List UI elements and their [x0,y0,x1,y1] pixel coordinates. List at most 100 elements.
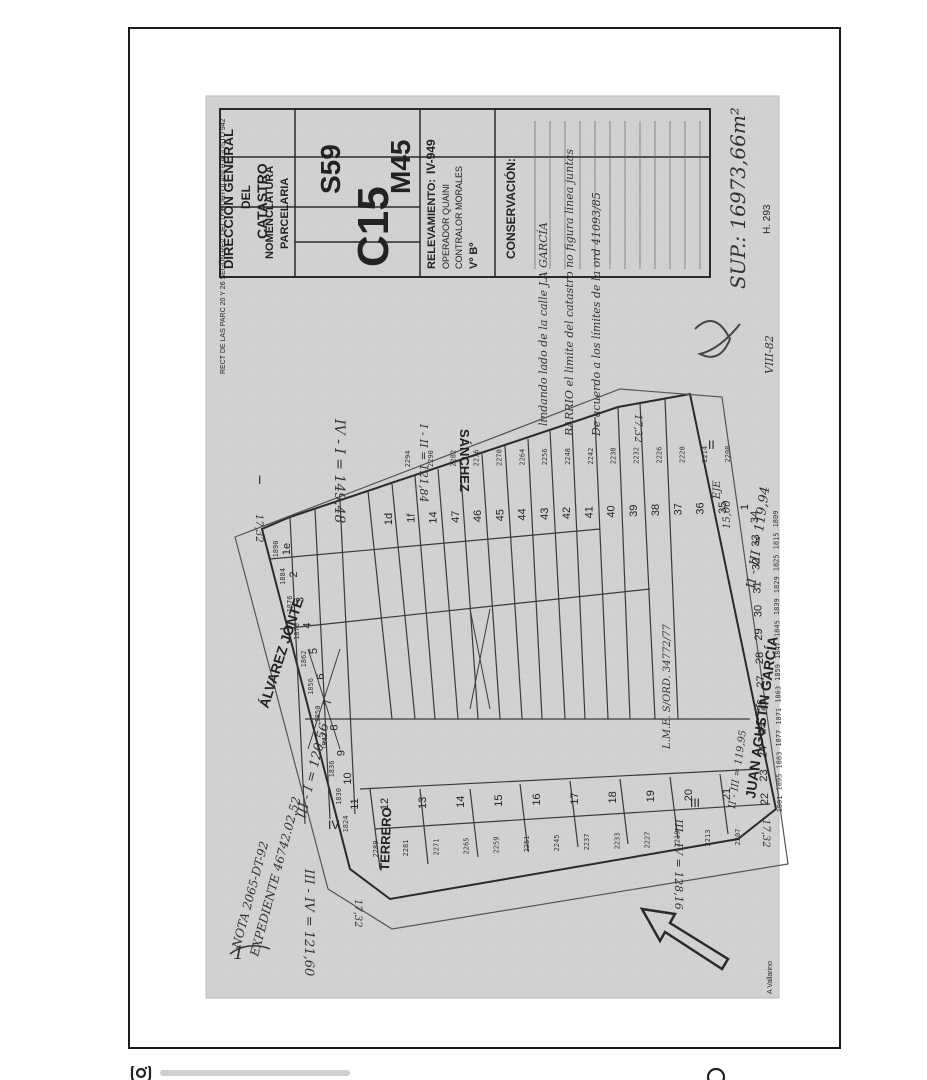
parcel-number: 42 [561,507,573,519]
parcel-number: 6 [315,673,327,679]
house-number: 1847 [774,642,782,659]
house-number: 1883 [775,752,783,769]
superficie-label: SUP.: 16973,66m² [726,107,750,289]
org-line-2: DEL [239,185,253,209]
sheet-number: 1 [233,943,244,964]
block-polygon [260,392,778,901]
house-number: 2265 [463,838,471,855]
frontage-15: 15,00 [722,500,733,529]
lme-label: L.M.E. S/ORD. 34772/77 [662,624,673,750]
parcel-number: 11 [349,798,361,809]
parcel-number: 5 [308,648,320,654]
house-number: 2248 [564,448,572,465]
house-number: 2294 [404,451,412,468]
house-number: 2226 [655,447,663,464]
parcel-number: 26 [756,699,768,711]
footer-right [705,1066,727,1080]
circ-code: C15 [349,186,398,267]
house-number: 1870 [293,623,301,640]
eje-label: EJE [712,480,723,500]
nomenclatura-line-1: NOMENCLATURA [264,166,276,259]
house-number: 1863 [774,686,782,703]
dim-top-side: IV - I = 149,48 [331,418,347,524]
footer-left-text-blur [160,1070,350,1076]
house-number: 2264 [518,449,526,466]
parcel-number: 10 [342,772,354,784]
parcel-number: 1 [739,504,751,510]
parcel-number: 37 [672,503,684,515]
house-number: 1825 [773,554,781,571]
corner-II: II [708,438,715,452]
parcel-number: 47 [450,511,462,523]
house-number: 1877 [775,730,783,747]
contralor-line: CONTRALOR MORALES [454,166,464,269]
dim-inner-bottom: III - IV = 128,16 [672,818,685,910]
house-number: 2259 [493,837,501,854]
parcel-number: 1e [281,543,293,555]
parcel-number: 19 [645,790,657,802]
street-edge [234,388,789,930]
house-number: 1845 [774,620,782,637]
h-reference: H. 293 [762,204,773,234]
house-number: 2214 [701,446,709,463]
house-number: 2232 [633,447,641,464]
parcel-number: 14 [455,796,467,808]
house-number: 1871 [775,708,783,725]
parcel-number: 32 [751,558,763,570]
parcel-number: 12 [379,798,391,810]
corner-III: III [690,796,700,810]
parcel-number: 4 [301,622,313,628]
relevamiento-value: IV-949 [424,139,438,174]
dim-inner-top: I - II = 121,84 [417,423,430,502]
chamfer-bottom-left: 17,32 [352,899,363,928]
parcel-number: 1f [405,513,417,523]
corner-I: I [258,473,261,487]
parcel-number: 24 [757,746,769,758]
conservacion-ruled-lines [534,121,701,269]
house-number: 1895 [776,774,784,791]
house-number: 2270 [495,449,503,466]
house-number: 1901 [776,796,784,813]
parcel-number: 43 [539,508,551,520]
dim-bottom-side: III - IV = 121,60 [301,868,316,976]
parcel-number: 2 [288,571,300,577]
house-number: 2233 [613,833,621,850]
parcel-number: 1d [383,513,395,525]
house-number: 2213 [704,830,712,847]
title-block: DIRECCIÓN GENERAL DEL CATASTRO NOMENCLAT… [219,108,711,278]
north-arrow-shape [639,907,730,971]
house-number: 2282 [450,450,458,467]
parcel-number: 17 [569,792,581,804]
block-outline [234,388,789,930]
instagram-icon[interactable] [130,1066,152,1080]
parcel-number: 31 [752,581,764,593]
vb-line: Vº Bº [468,243,480,269]
parcel-number: 29 [753,628,765,640]
street-sanchez: SÁNCHEZ [457,429,472,492]
parcel-number: 44 [517,508,529,520]
house-number: 1842 [321,733,329,750]
house-number: 1862 [300,651,308,668]
parcel-number: 9 [335,750,347,756]
handwritten-note-2: BARRIO el limite del catastro no figura … [563,149,576,437]
org-line-3: CATASTRO [254,163,270,239]
parcel-number: 15 [493,795,505,807]
parcel-number: 16 [531,793,543,805]
circle-icon[interactable] [705,1066,727,1080]
rect-note: RECT DE LAS PARC 20 Y 26 SEGÚN REV. DEL … [218,118,227,374]
house-number: 1824 [342,816,350,833]
parcel-number: 28 [754,652,766,664]
parcel-number: 21 [721,788,733,800]
parcel-number: 14 [428,511,440,523]
house-number: 1809 [772,511,780,528]
house-number: 1856 [307,678,315,695]
house-number: 2220 [678,446,686,463]
house-number: 2237 [583,834,591,851]
handwritten-note-3: lindando lado de la calle J.A GARCÍA [536,222,550,426]
chamfer-bottom-right: 17,32 [760,819,771,848]
parcel-number: 23 [758,769,770,781]
